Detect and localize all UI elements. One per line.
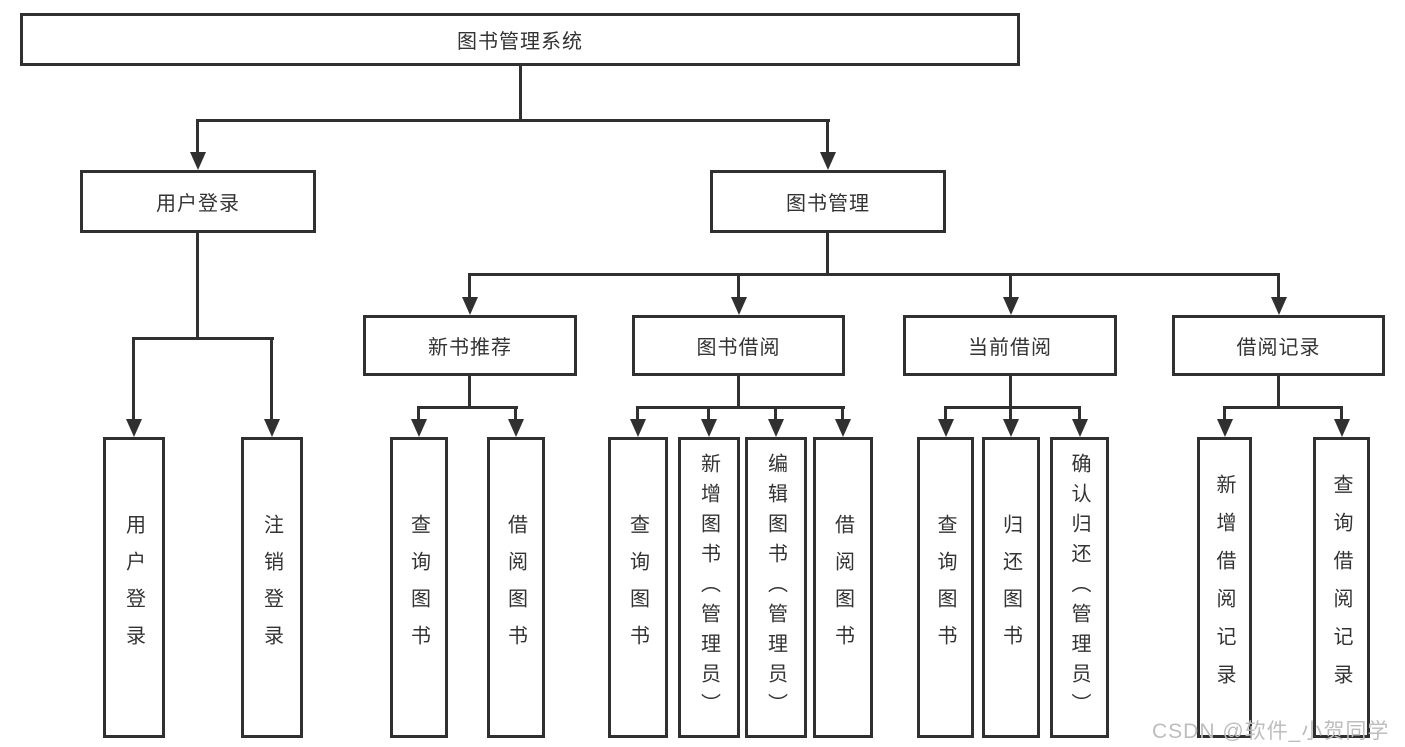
connector-drop-new-book [468, 273, 471, 299]
leaf-add-books-admin: 新增图书（管理员） [678, 437, 740, 738]
arrowhead-down-icon [462, 297, 478, 315]
arrowhead-down-icon [938, 419, 954, 437]
connector-book-borrow-bar [636, 406, 845, 409]
connector-current-borrow-stem [1009, 376, 1012, 406]
arrowhead-down-icon [1072, 419, 1088, 437]
connector-new-book-bar [417, 406, 518, 409]
leaf-add-borrow-record: 新增借阅记录 [1197, 437, 1252, 738]
connector-root-bar [196, 119, 830, 122]
arrowhead-down-icon [1334, 419, 1350, 437]
connector-borrow-records-bar [1223, 406, 1343, 409]
connector-drop [1340, 406, 1343, 421]
connector-user-login-stem [196, 233, 199, 337]
node-book-borrowing: 图书借阅 [632, 315, 845, 376]
connector-borrow-records-stem [1277, 376, 1280, 406]
connector-root-stem [519, 66, 522, 119]
arrowhead-down-icon [768, 419, 784, 437]
node-library-management-system: 图书管理系统 [20, 13, 1020, 66]
connector-drop [1078, 406, 1081, 421]
arrowhead-down-icon [411, 419, 427, 437]
connector-new-book-stem [468, 376, 471, 406]
connector-drop-leaf-user-login [132, 337, 135, 420]
connector-drop-current-borrow [1009, 273, 1012, 299]
connector-drop [707, 406, 710, 421]
connector-drop [1223, 406, 1226, 421]
csdn-watermark: CSDN @软件_小贺同学 [1152, 720, 1390, 743]
connector-drop-borrow-records [1277, 273, 1280, 299]
arrowhead-down-icon [630, 419, 646, 437]
arrowhead-down-icon [1003, 297, 1019, 315]
connector-drop [636, 406, 639, 421]
leaf-borrow-books: 借阅图书 [813, 437, 873, 738]
arrowhead-down-icon [1271, 297, 1287, 315]
connector-drop [841, 406, 844, 421]
connector-current-borrow-bar [944, 406, 1081, 409]
leaf-confirm-return-admin: 确认归还（管理员） [1050, 437, 1109, 738]
leaf-borrow-books: 借阅图书 [487, 437, 545, 738]
arrowhead-down-icon [126, 419, 142, 437]
connector-drop [1009, 406, 1012, 421]
arrowhead-down-icon [508, 419, 524, 437]
node-borrowing-records: 借阅记录 [1172, 315, 1385, 376]
arrowhead-down-icon [264, 419, 280, 437]
node-current-borrowing: 当前借阅 [903, 315, 1117, 376]
leaf-return-books: 归还图书 [982, 437, 1040, 738]
connector-drop [774, 406, 777, 421]
connector-drop [514, 406, 517, 421]
leaf-query-borrow-record: 查询借阅记录 [1313, 437, 1370, 738]
connector-book-borrow-stem [737, 376, 740, 406]
arrowhead-down-icon [1217, 419, 1233, 437]
arrowhead-down-icon [190, 152, 206, 170]
arrowhead-down-icon [1003, 419, 1019, 437]
connector-drop [944, 406, 947, 421]
connector-drop-book-management [826, 119, 829, 153]
connector-user-login-bar [132, 337, 274, 340]
node-book-management: 图书管理 [710, 170, 946, 233]
leaf-user-login: 用户登录 [103, 437, 165, 738]
arrowhead-down-icon [820, 152, 836, 170]
leaf-logout: 注销登录 [241, 437, 303, 738]
arrowhead-down-icon [731, 297, 747, 315]
connector-drop-user-login [196, 119, 199, 153]
connector-drop-book-borrow [737, 273, 740, 299]
node-user-login: 用户登录 [80, 170, 316, 233]
leaf-query-books: 查询图书 [608, 437, 668, 738]
connector-drop [417, 406, 420, 421]
connector-drop-leaf-logout [270, 337, 273, 420]
leaf-query-books: 查询图书 [917, 437, 974, 738]
connector-book-management-stem [826, 233, 829, 273]
node-new-book-recommendation: 新书推荐 [363, 315, 577, 376]
leaf-query-books: 查询图书 [390, 437, 448, 738]
arrowhead-down-icon [701, 419, 717, 437]
leaf-edit-books-admin: 编辑图书（管理员） [745, 437, 807, 738]
connector-book-management-bar [468, 273, 1279, 276]
arrowhead-down-icon [835, 419, 851, 437]
